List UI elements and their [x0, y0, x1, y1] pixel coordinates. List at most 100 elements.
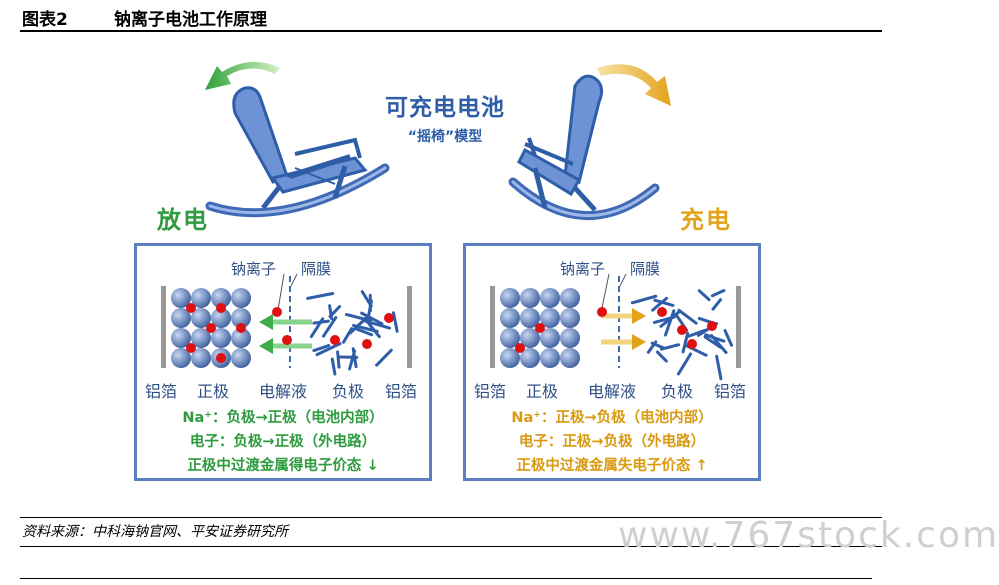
lattice-sphere	[171, 348, 191, 368]
ion-direction-text: Na⁺：正极→负极（电池内部）	[511, 410, 713, 426]
lattice-sphere	[560, 308, 580, 328]
discharge-panel: 钠离子 隔膜 铝箔 正极 电解液 负极 铝箔 Na⁺：负极→正极（电池内部） 电…	[134, 243, 432, 481]
separator-label: 隔膜	[630, 260, 661, 278]
label-anode: 负极	[661, 382, 694, 401]
discharge-label: 放电	[157, 206, 209, 234]
main-title: 可充电电池	[385, 95, 505, 121]
discharge-arrow-icon	[205, 61, 280, 90]
sodium-ion	[330, 335, 340, 345]
carbon-fiber	[653, 298, 675, 307]
lattice-sphere	[500, 288, 520, 308]
carbon-fiber	[312, 344, 331, 353]
sodium-ion	[687, 339, 697, 349]
sodium-ion	[206, 323, 216, 333]
sodium-ion	[186, 343, 196, 353]
sodium-ion	[362, 339, 372, 349]
lattice-sphere	[231, 308, 251, 328]
lattice-sphere	[520, 328, 540, 348]
sodium-ion	[515, 343, 525, 353]
source-note: 资料来源：中科海钠官网、平安证券研究所	[22, 524, 288, 540]
carbon-fiber	[348, 349, 357, 371]
lattice-sphere	[211, 308, 231, 328]
lattice-sphere	[540, 288, 560, 308]
subtitle: “摇椅”模型	[407, 129, 483, 145]
carbon-fiber	[363, 319, 392, 330]
footer-rule	[20, 578, 872, 579]
label-cathode: 正极	[197, 382, 230, 401]
valence-change-text: 正极中过渡金属得电子价态 ↓	[187, 458, 379, 474]
sodium-ion-label: 钠离子	[231, 260, 277, 278]
charge-cell-diagram	[490, 273, 741, 381]
anode-fibers	[306, 290, 399, 376]
lattice-sphere	[520, 308, 540, 328]
anode-fibers	[630, 289, 734, 381]
carbon-fiber	[651, 296, 669, 312]
carbon-fiber	[703, 335, 723, 349]
right-foil	[736, 286, 741, 368]
carbon-fiber	[681, 331, 690, 354]
label-al-foil-right: 铝箔	[385, 382, 418, 401]
lattice-sphere	[560, 328, 580, 348]
valence-change-text: 正极中过渡金属失电子价态 ↑	[516, 458, 708, 474]
lattice-sphere	[191, 308, 211, 328]
sodium-ion	[597, 307, 607, 317]
carbon-fiber	[697, 289, 711, 302]
lattice-sphere	[500, 328, 520, 348]
carbon-fiber	[711, 298, 723, 311]
carbon-fiber	[360, 290, 373, 308]
charge-arrow-icon	[597, 64, 671, 106]
sodium-ion	[236, 323, 246, 333]
carbon-fiber	[676, 352, 693, 376]
label-cathode: 正极	[526, 382, 559, 401]
sodium-ion	[216, 303, 226, 313]
lattice-sphere	[560, 288, 580, 308]
electron-direction-text: 电子：负极→正极（外电路）	[189, 434, 377, 450]
sodium-ion	[282, 335, 292, 345]
carbon-fiber	[328, 305, 342, 319]
figure-caption: 钠离子电池工作原理	[114, 10, 267, 30]
lattice-sphere	[231, 348, 251, 368]
carbon-fiber	[710, 289, 726, 298]
carbon-fiber	[360, 311, 384, 326]
lattice-sphere	[560, 348, 580, 368]
lattice-sphere	[171, 308, 191, 328]
sodium-ion	[677, 325, 687, 335]
carbon-fiber	[355, 327, 374, 337]
carbon-fiber	[655, 350, 668, 363]
sodium-ion	[535, 323, 545, 333]
lattice-sphere	[211, 288, 231, 308]
charge-label: 充电	[680, 206, 732, 234]
lattice-sphere	[540, 328, 560, 348]
separator-label: 隔膜	[301, 260, 332, 278]
carbon-fiber	[315, 342, 342, 357]
label-anode: 负极	[332, 382, 365, 401]
ion-arrows	[601, 308, 646, 350]
lattice-sphere	[211, 328, 231, 348]
carbon-fiber	[663, 309, 676, 337]
label-al-foil-left: 铝箔	[474, 382, 507, 401]
sodium-ion-label: 钠离子	[560, 260, 606, 278]
sodium-ion	[272, 307, 282, 317]
component-labels: 铝箔 正极 电解液 负极 铝箔	[466, 378, 758, 401]
ion-direction-text: Na⁺：负极→正极（电池内部）	[182, 410, 384, 426]
sodium-ion	[384, 313, 394, 323]
figure-number: 图表2	[22, 10, 68, 30]
label-electrolyte: 电解液	[588, 382, 637, 401]
cathode-lattice	[171, 288, 251, 368]
carbon-fiber	[652, 315, 676, 324]
carbon-fiber	[306, 292, 335, 300]
lattice-sphere	[191, 348, 211, 368]
lattice-sphere	[500, 348, 520, 368]
watermark: www.767stock.com	[618, 515, 999, 556]
carbon-fiber	[723, 329, 734, 347]
sodium-ion	[216, 353, 226, 363]
discharge-cell-diagram	[161, 273, 412, 376]
ion-arrows	[259, 314, 312, 354]
rocking-chair-right-icon	[508, 64, 671, 220]
charge-panel: 钠离子 隔膜 铝箔 正极 电解液 负极 铝箔 Na⁺：正极→负极（电池内部） 电…	[463, 243, 761, 481]
label-electrolyte: 电解液	[259, 382, 308, 401]
carbon-fiber	[321, 316, 338, 338]
carbon-fiber	[715, 354, 723, 381]
lattice-sphere	[231, 288, 251, 308]
bottom-rule	[20, 546, 882, 547]
